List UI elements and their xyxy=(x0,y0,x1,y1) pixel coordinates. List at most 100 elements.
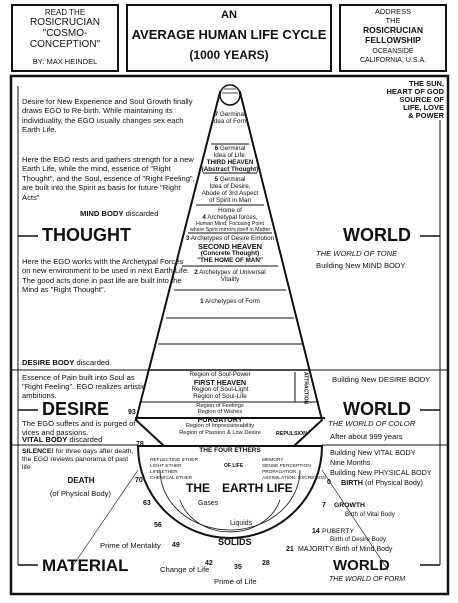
age-21: 21 xyxy=(286,546,294,553)
life-ether: LIFE ETHER xyxy=(150,469,178,475)
material-label: MATERIAL xyxy=(42,556,129,575)
region-7-germinal-form: 7 Germinal Idea of Form xyxy=(203,111,257,126)
suffers-note: The EGO suffers and is purged of vices a… xyxy=(22,419,136,438)
age-0: 0 xyxy=(327,479,331,486)
region-7-line2: Idea of Form xyxy=(212,117,248,125)
building-desire-body: Building New DESIRE BODY xyxy=(332,375,431,384)
abstract-thought-label: (Abstract Thought) xyxy=(201,165,259,173)
sun-line5: & POWER xyxy=(408,110,444,120)
majority-line: MAJORITY Birth of Mind Body xyxy=(298,546,392,553)
desire-world-upper: Region of Soul-Power FIRST HEAVEN Region… xyxy=(150,371,290,401)
vital-body-suffix: discarded xyxy=(69,435,103,444)
world-label-3: WORLD xyxy=(333,557,390,574)
propagation-function: PROPAGATION xyxy=(262,469,297,475)
attraction-label: ATTRACTION xyxy=(302,372,309,405)
memory-ether-function: MEMORY xyxy=(262,458,284,463)
region-2-line1: 2 Archetypes of Universal xyxy=(174,269,286,277)
region-5-number: 5 xyxy=(214,176,219,183)
wishes-region: Region of Wishes xyxy=(197,409,243,416)
header-left-line2: ROSICRUCIAN xyxy=(29,17,100,28)
first-heaven-label: FIRST HEAVEN xyxy=(193,377,247,387)
ethers-right-list: MEMORY SENSE PERCEPTION PROPAGATION ASSI… xyxy=(262,458,326,482)
region-3-line1: 3 Archetypes of Desire Emotion xyxy=(176,235,284,243)
region-3-archetypes: Archetypes of xyxy=(190,235,230,242)
purgatory-label: PURGATORY xyxy=(197,414,243,424)
region-1-archetypes-form: 1 Archetypes of Form xyxy=(166,298,294,306)
age-56: 56 xyxy=(154,522,162,529)
solids-label: SOLIDS xyxy=(218,537,252,547)
sun-line1: THE SUN, xyxy=(408,79,444,88)
region-2-line2: Vitality xyxy=(220,275,240,283)
vital-body-discarded: VITAL BODY discarded xyxy=(22,436,102,444)
region-4-archetypal-forces: Home of 4 Archetypal forces, Human Mind;… xyxy=(183,207,277,233)
region-6-number: 6 xyxy=(214,145,219,152)
death-sub: (of Physical Body) xyxy=(49,489,112,498)
feelings-region: Region of Feelings xyxy=(196,403,244,409)
age-49: 49 xyxy=(172,542,180,549)
region-4-number: 4 xyxy=(202,213,206,221)
sun-line2: HEART OF GOD xyxy=(386,86,445,96)
assimilation-function: ASSIMILATION, EXCRETION xyxy=(262,475,326,481)
age-35: 35 xyxy=(234,564,242,571)
world-of-tone: THE WORLD OF TONE xyxy=(316,249,398,258)
prime-of-life-label: Prime of Life xyxy=(214,577,257,586)
soul-light-region: Region of Soul-Light xyxy=(191,385,249,393)
ethers-left-list: REFLECTING ETHER LIGHT ETHER LIFE ETHER … xyxy=(150,458,198,482)
world-of-color: THE WORLD OF COLOR xyxy=(328,419,416,428)
prime-mentality-label: Prime of Mentality xyxy=(100,541,161,550)
header-left-line5: BY: MAX HEINDEL xyxy=(32,57,98,66)
puberty-sub: Birth of Desire Body xyxy=(330,536,386,543)
majority-sub: Birth of Mind Body xyxy=(335,546,393,553)
mind-body-label: MIND BODY xyxy=(80,209,124,218)
age-14: 14 xyxy=(312,528,320,535)
puberty-label: PUBERTY xyxy=(322,528,354,535)
sense-perception-function: SENSE PERCEPTION xyxy=(262,463,311,469)
header-right-line1: ADDRESS xyxy=(374,7,412,16)
region-5-germinal-desire: 5 Germinal Idea of Desire, Abode of 3rd … xyxy=(190,176,270,205)
region-4-home: Home of xyxy=(218,207,242,214)
birth-line: BIRTH (of Physical Body) xyxy=(341,479,423,487)
silence-text: for three days after death, the EGO revi… xyxy=(22,448,134,472)
death-label: DEATH xyxy=(67,476,95,485)
region-6-line2: Idea of Life. xyxy=(213,151,247,159)
soul-power-region: Region of Soul-Power xyxy=(189,371,251,378)
silence-note: SILENCE! for three days after death, the… xyxy=(22,448,137,472)
age-93: 93 xyxy=(128,409,136,416)
rebirth-note: Desire for New Experience and Soul Growt… xyxy=(22,97,193,135)
header-right-box: ADDRESS THE ROSICRUCIAN FELLOWSHIP OCEAN… xyxy=(339,4,447,72)
soul-life-region: Region of Soul-Life xyxy=(193,392,247,400)
vital-body-label: VITAL BODY xyxy=(22,435,68,444)
region-4-line2: Human Mind; Focusing Point xyxy=(195,220,264,227)
region-6-germinal: Germinal xyxy=(219,145,246,152)
repulsion-label: REPULSION xyxy=(276,431,307,437)
region-5-germinal: Germinal xyxy=(219,176,246,183)
growth-label: GROWTH xyxy=(334,502,365,509)
building-vital-body: Building New VITAL BODY xyxy=(330,448,416,457)
age-63: 63 xyxy=(143,500,151,507)
impressionability-region: Region of Impressionability xyxy=(185,423,255,430)
archetypal-note: Here the EGO works with the Archetypal F… xyxy=(22,257,190,295)
header-right-line3: ROSICRUCIAN xyxy=(363,25,423,35)
building-physical-body: Building New PHYSICAL BODY xyxy=(330,468,432,477)
chemical-ether: CHEMICAL ETHER xyxy=(150,475,193,481)
thought-label: THOUGHT xyxy=(42,225,131,245)
age-70: 70 xyxy=(135,477,143,484)
region-4-line3: where Spirit mirrors itself in Matter xyxy=(189,226,271,233)
region-3-number: 3 xyxy=(185,235,190,242)
of-life-label: OF LIFE xyxy=(224,463,244,469)
passion-region: Region of Passion & Low Desire xyxy=(179,429,261,436)
reflecting-ether: REFLECTING ETHER xyxy=(150,458,198,463)
header-left-line3: "COSMO- xyxy=(42,28,88,39)
region-4-forces: Archetypal forces, xyxy=(207,213,258,221)
region-6-line1: 6 Germinal xyxy=(198,145,262,153)
birth-sub: (of Physical Body) xyxy=(364,478,423,487)
mind-body-suffix: discarded xyxy=(125,209,159,218)
region-1-number: 1 xyxy=(200,298,204,305)
age-42: 42 xyxy=(205,560,213,567)
after-999-years: After about 999 years xyxy=(330,432,403,441)
desire-body-discarded: DESIRE BODY discarded xyxy=(22,359,109,367)
region-7-germinal: Germinal xyxy=(219,111,246,118)
region-5-line4: of Spirit in Man xyxy=(209,196,251,204)
